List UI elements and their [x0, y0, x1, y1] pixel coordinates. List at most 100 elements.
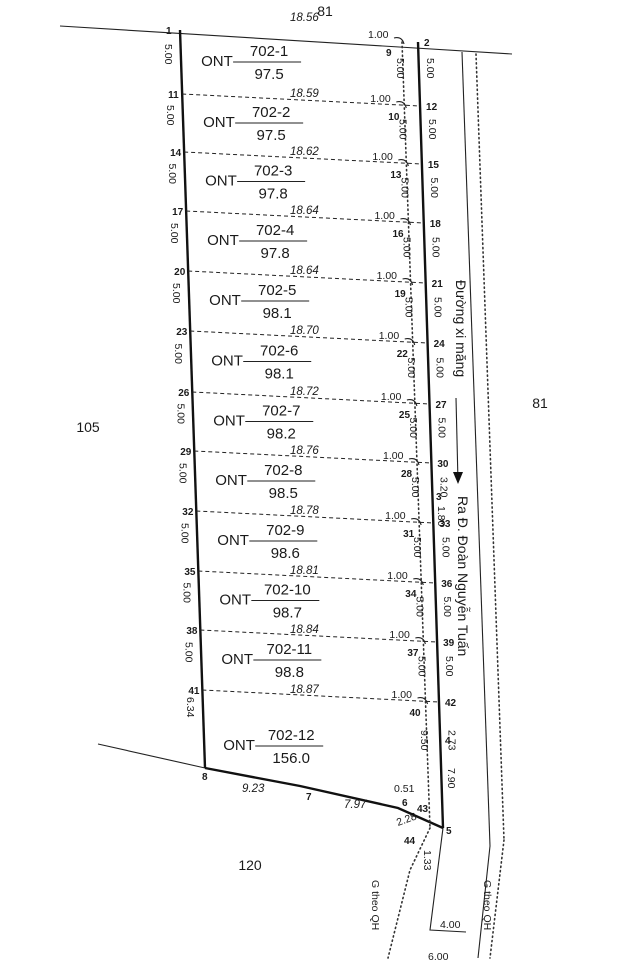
- division-line: [194, 450, 432, 464]
- point-8: 8: [202, 772, 208, 783]
- lot-id: 702-8: [264, 462, 302, 479]
- lot-code: ONT: [217, 532, 249, 549]
- depth-label-right: 5.00: [434, 358, 446, 379]
- lot-code: ONT: [209, 292, 241, 309]
- point-label: 29: [180, 447, 192, 458]
- top-neighbor-line: [59, 25, 513, 55]
- point-label: 10: [388, 112, 400, 123]
- point-6: 6: [402, 798, 408, 809]
- point-label: 23: [176, 327, 188, 338]
- depth-label-left: 5.00: [168, 223, 180, 244]
- lot-area: 98.6: [271, 545, 300, 562]
- setback-arc: [396, 101, 407, 109]
- lot-code: ONT: [205, 173, 237, 190]
- lot-width-label: 18.72: [290, 386, 319, 398]
- division-line: [196, 510, 434, 524]
- point-label: 34: [405, 589, 417, 600]
- setback-label: 1.00: [385, 510, 406, 522]
- road-width-1: 4.00: [440, 919, 461, 931]
- neighbor-left-label: 105: [76, 419, 100, 435]
- lot-area: 97.5: [254, 66, 283, 83]
- point-4: 4: [445, 736, 451, 747]
- point-label: 9: [386, 48, 392, 59]
- depth-label-inner: 5.00: [407, 418, 419, 439]
- setback-label: 1.00: [387, 570, 408, 582]
- setback-label: 1.00: [368, 29, 389, 41]
- lot-id: 702-11: [267, 641, 313, 658]
- point-label: 27: [436, 400, 448, 411]
- lot-width-label: 18.87: [290, 684, 319, 696]
- lot-id: 702-10: [264, 582, 311, 599]
- lot-area: 98.5: [269, 485, 298, 502]
- south-boundary: [204, 766, 444, 830]
- dim-3-33: 1.80: [435, 506, 447, 527]
- depth-label-right: 2.73: [445, 730, 457, 751]
- lot-code: ONT: [215, 472, 247, 489]
- division-line: [182, 93, 421, 107]
- point-label: 31: [403, 529, 415, 540]
- point-label: 25: [399, 410, 411, 421]
- depth-label-left: 5.00: [164, 105, 176, 126]
- bottom-neighbor-line: [97, 743, 206, 769]
- depth-label-right: 5.00: [435, 418, 447, 439]
- depth-label-left: 5.00: [174, 404, 186, 425]
- point-label: 37: [407, 648, 419, 659]
- setback-label: 1.00: [374, 210, 395, 222]
- division-line: [200, 629, 438, 643]
- lot-width-label: 18.84: [290, 624, 319, 636]
- lot-id: 702-6: [260, 343, 298, 360]
- setback-label: 1.00: [370, 93, 391, 105]
- planned-road-label-left: G theo QH: [369, 880, 381, 930]
- dim-43-5: 2.28: [395, 810, 418, 828]
- lot-area: 98.8: [275, 664, 304, 681]
- depth-label-inner: 5.00: [394, 58, 406, 79]
- lot-width-label: 18.62: [290, 146, 319, 158]
- setback-arc: [400, 218, 411, 226]
- point-label: 41: [188, 686, 200, 697]
- depth-label-right: 3.20: [437, 477, 449, 498]
- point-label: 15: [428, 160, 440, 171]
- depth-label-right: 5.00: [428, 178, 440, 199]
- depth-label-inner: 9.50: [418, 730, 430, 751]
- setback-label: 1.00: [392, 689, 413, 701]
- point-label: 40: [410, 708, 422, 719]
- depth-label-left: 5.00: [172, 344, 184, 365]
- depth-label-left: 5.00: [166, 164, 178, 185]
- lot-code: ONT: [221, 651, 253, 668]
- right-boundary: [416, 41, 445, 829]
- lot-id: 702-4: [256, 222, 294, 239]
- depth-label-left: 6.34: [184, 697, 196, 718]
- left-boundary: [178, 29, 207, 769]
- point-label: 28: [401, 469, 413, 480]
- point-3: 3: [436, 492, 442, 503]
- setback-label: 1.00: [389, 629, 410, 641]
- lot-area: 156.0: [272, 750, 310, 767]
- depth-label-left: 5.00: [176, 463, 188, 484]
- lot-id: 702-9: [266, 522, 304, 539]
- neighbor-bottom-label: 120: [238, 857, 262, 873]
- road-arrow-head: [453, 472, 463, 484]
- point-label: 14: [170, 148, 182, 159]
- dim-6-43: 0.51: [394, 783, 415, 795]
- depth-label-right: 5.00: [443, 656, 455, 677]
- depth-label-inner: 5.00: [415, 656, 427, 677]
- lot-area: 98.7: [273, 605, 302, 622]
- setback-arc: [413, 578, 424, 586]
- lot-width-label: 18.59: [290, 88, 319, 100]
- division-line: [202, 689, 440, 703]
- lot-code: ONT: [201, 53, 233, 70]
- setback-arc: [415, 637, 426, 645]
- lot-id: 702-3: [254, 163, 292, 180]
- road-direction-label: Ra Đ. Đoàn Nguyễn Tuấn: [455, 496, 471, 656]
- depth-label-inner: 5.00: [411, 537, 423, 558]
- point-label: 30: [437, 459, 449, 470]
- depth-label-right: 5.00: [426, 119, 438, 140]
- point-5: 5: [446, 826, 452, 837]
- point-label: 19: [395, 289, 407, 300]
- inner-setback-line: [401, 41, 431, 829]
- setback-label: 1.00: [379, 330, 400, 342]
- depth-label-right: 5.00: [424, 58, 436, 79]
- lot-width-label: 18.81: [290, 565, 319, 577]
- point-label: 20: [174, 267, 186, 278]
